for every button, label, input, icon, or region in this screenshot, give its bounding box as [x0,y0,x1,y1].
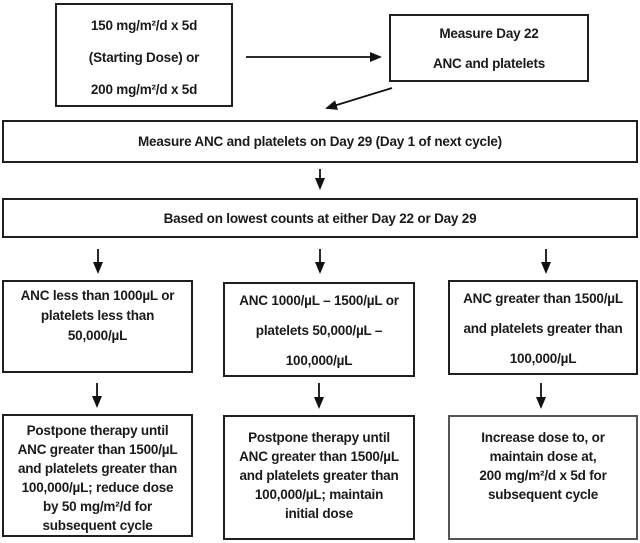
outcome-maintain-line: initial dose [284,506,354,521]
starting-dose-box: 150 mg/m²/d x 5d (Starting Dose) or 200 … [55,3,233,107]
outcome-increase-line: maintain dose at, [489,449,597,464]
outcome-reduce-dose-box: Postpone therapy until ANC greater than … [2,414,193,537]
branch-high-line: 100,000/µL [509,351,577,366]
measure-day29-text: Measure ANC and platelets on Day 29 (Day… [138,134,502,149]
outcome-maintain-line: and platelets greater than [239,468,399,483]
outcome-maintain-line: Postpone therapy until [248,430,390,445]
measure-day22-line: Measure Day 22 [439,26,539,41]
branch-low-line: 50,000/µL [67,328,128,343]
starting-dose-line: (Starting Dose) or [88,50,200,65]
branch-low-line: ANC less than 1000µL or [20,288,175,303]
outcome-reduce-line: subsequent cycle [42,518,153,533]
outcome-reduce-line: 100,000/µL; reduce dose [21,480,174,495]
outcome-maintain-line: 100,000/µL; maintain [254,487,384,502]
starting-dose-line: 150 mg/m²/d x 5d [90,18,198,33]
outcome-reduce-line: by 50 mg/m²/d for [42,499,153,514]
lowest-counts-box: Based on lowest counts at either Day 22 … [2,198,638,238]
branch-high-line: ANC greater than 1500/µL [463,291,623,306]
outcome-reduce-line: ANC greater than 1500/µL [17,442,178,457]
outcome-maintain-dose-box: Postpone therapy until ANC greater than … [223,415,415,540]
outcome-increase-line: 200 mg/m²/d x 5d for [479,468,607,483]
branch-mid-line: platelets 50,000/µL – [255,323,383,338]
lowest-counts-text: Based on lowest counts at either Day 22 … [163,210,477,226]
measure-day29-box: Measure ANC and platelets on Day 29 (Day… [2,120,638,163]
branch-low-line: platelets less than [40,308,155,323]
outcome-reduce-line: Postpone therapy until [26,423,169,438]
branch-high-line: and platelets greater than [463,321,623,336]
outcome-increase-line: Increase dose to, or [481,430,605,445]
outcome-increase-line: subsequent cycle [487,487,599,502]
branch-high-counts-box: ANC greater than 1500/µL and platelets g… [448,280,638,375]
branch-mid-line: 100,000/µL [285,353,353,368]
branch-mid-line: ANC 1000/µL – 1500/µL or [239,293,399,308]
outcome-reduce-line: and platelets greater than [17,461,178,476]
measure-day22-line: ANC and platelets [432,56,546,71]
measure-day22-box: Measure Day 22 ANC and platelets [389,14,589,82]
branch-low-counts-box: ANC less than 1000µL or platelets less t… [2,280,193,373]
branch-mid-counts-box: ANC 1000/µL – 1500/µL or platelets 50,00… [223,282,415,377]
arrow-day22-to-day29 [325,87,393,110]
starting-dose-line: 200 mg/m²/d x 5d [90,82,198,97]
outcome-increase-dose-box: Increase dose to, or maintain dose at, 2… [448,415,638,540]
outcome-maintain-line: ANC greater than 1500/µL [239,449,399,464]
